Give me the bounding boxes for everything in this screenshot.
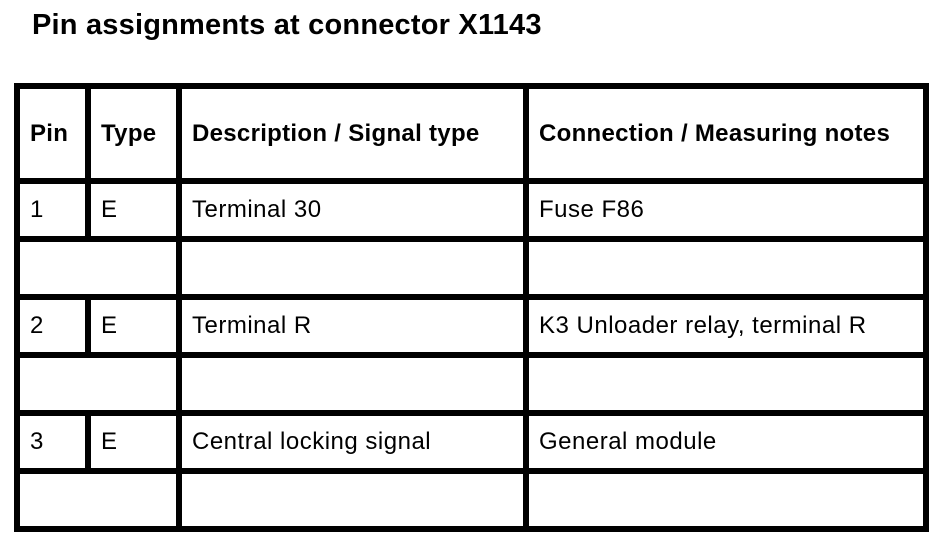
empty-cell [14,468,182,532]
column-header-pin: Pin [14,83,91,184]
spacer-row [14,236,929,300]
pin-cell: 3 [14,410,91,474]
table-row-pin-1: 1 E Terminal 30 Fuse F86 [14,178,929,242]
pin-cell: 1 [14,178,91,242]
description-cell: Terminal R [176,294,529,358]
empty-cell [523,468,929,532]
column-header-connection: Connection / Measuring notes [523,83,929,184]
type-cell: E [85,410,182,474]
connection-cell: K3 Unloader relay, terminal R [523,294,929,358]
empty-cell [523,352,929,416]
empty-cell [523,236,929,300]
empty-cell [14,236,182,300]
pin-cell: 2 [14,294,91,358]
table-row-pin-3: 3 E Central locking signal General modul… [14,410,929,474]
description-cell: Central locking signal [176,410,529,474]
table-header-row: Pin Type Description / Signal type Conne… [14,83,929,184]
connection-cell: General module [523,410,929,474]
empty-cell [14,352,182,416]
spacer-row [14,352,929,416]
page-title: Pin assignments at connector X1143 [32,9,542,41]
column-header-type: Type [85,83,182,184]
column-header-description: Description / Signal type [176,83,529,184]
type-cell: E [85,294,182,358]
table-row-pin-2: 2 E Terminal R K3 Unloader relay, termin… [14,294,929,358]
pin-assignment-table: Pin Type Description / Signal type Conne… [14,83,929,532]
connection-cell: Fuse F86 [523,178,929,242]
description-cell: Terminal 30 [176,178,529,242]
empty-cell [176,468,529,532]
type-cell: E [85,178,182,242]
empty-cell [176,352,529,416]
spacer-row [14,468,929,532]
empty-cell [176,236,529,300]
